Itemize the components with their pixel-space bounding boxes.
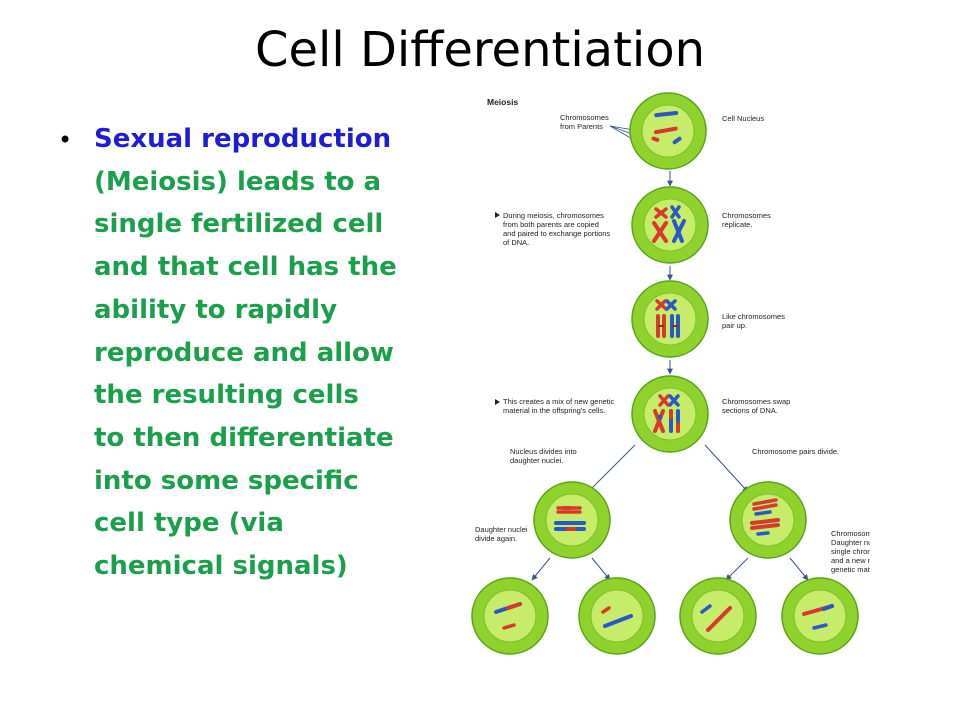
label-chromosomes-divide: Chromosomes divide.Daughter nuclei haves… <box>831 529 870 574</box>
cell-stage-2 <box>631 186 709 264</box>
arrow <box>789 557 809 581</box>
arrow <box>704 444 749 493</box>
cell-final-3 <box>679 577 757 655</box>
cell-daughter-left <box>533 481 611 559</box>
diagram-title: Meiosis <box>487 97 518 107</box>
bullet-marker: • <box>58 126 73 154</box>
pointer-icon <box>495 399 500 405</box>
arrow <box>587 444 636 493</box>
label-pairs-divide: Chromosome pairs divide. <box>752 447 839 456</box>
arrow <box>591 557 611 581</box>
bullet-highlight: Sexual reproduction <box>94 124 392 154</box>
cell-stage-1 <box>629 92 707 170</box>
arrow <box>531 557 551 581</box>
cell-stage-4 <box>631 375 709 453</box>
cell-daughter-right <box>729 481 807 559</box>
slide-title: Cell Differentiation <box>254 22 706 78</box>
bullet-list: • Sexual reproduction (Meiosis) leads to… <box>58 118 398 588</box>
cell-final-4 <box>781 577 859 655</box>
bullet-body: (Meiosis) leads to a single fertilized c… <box>94 166 397 582</box>
pointer-icon <box>495 212 500 218</box>
bullet-text: Sexual reproduction (Meiosis) leads to a… <box>94 118 398 588</box>
cell-final-1 <box>471 577 549 655</box>
cell-final-2 <box>578 577 656 655</box>
cell-stage-3 <box>631 280 709 358</box>
arrow <box>725 557 749 581</box>
label-cell-nucleus: Cell Nucleus <box>722 114 764 123</box>
